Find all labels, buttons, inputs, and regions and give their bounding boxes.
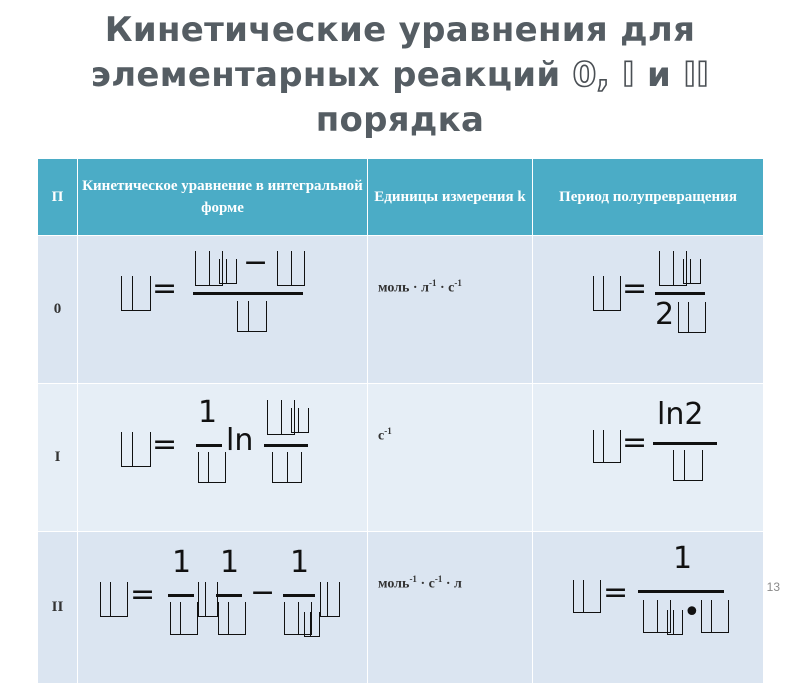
equals-sign: = (622, 271, 648, 306)
half-life-order-1: = ln2 (532, 383, 764, 532)
fraction-bar (264, 444, 308, 447)
formula-glyph-c0 (267, 400, 295, 435)
numerator-one: 1 (172, 545, 192, 580)
half-life-order-2: = 1 • (532, 531, 764, 684)
formula-glyph-c (218, 602, 246, 635)
numerator-one: 1 (198, 395, 218, 430)
formula-glyph-k (121, 432, 151, 467)
formula-glyph-c (277, 251, 305, 286)
formula-glyph-t-half (593, 276, 621, 311)
rate-equation-order-1: = 1 ln (77, 383, 368, 532)
ln-text: ln (226, 423, 254, 458)
header-order: П (37, 158, 78, 236)
title-order-1: I (621, 54, 635, 96)
table-header-row: П Кинетическое уравнение в интегральной … (37, 158, 764, 236)
equals-sign: = (603, 575, 629, 610)
formula-glyph-k (701, 600, 729, 633)
minus-sign: − (250, 575, 276, 610)
formula-glyph-t (198, 452, 226, 483)
units-order-2: моль-1 · с-1 · л (367, 531, 533, 684)
equals-sign: = (130, 577, 156, 612)
formula-glyph-k (121, 276, 151, 311)
formula-glyph-c (272, 452, 302, 483)
header-equation: Кинетическое уравнение в интегральной фо… (77, 158, 368, 236)
units-order-1: с-1 (367, 383, 533, 532)
table-row-order-0: 0 = − моль · л-1 · с-1 = (37, 235, 764, 384)
numerator-one: 1 (673, 541, 693, 576)
table-row-order-2: II = 1 1 − 1 (37, 531, 764, 684)
kinetics-table: П Кинетическое уравнение в интегральной … (37, 158, 764, 684)
header-units: Единицы измерения k (367, 158, 533, 236)
header-half-life: Период полупревращения (532, 158, 764, 236)
numerator-one: 1 (290, 545, 310, 580)
minus-sign: − (243, 245, 269, 280)
formula-glyph-c0 (195, 251, 223, 286)
formula-glyph-t-half (593, 430, 621, 463)
fraction-bar (196, 444, 222, 447)
formula-glyph-k (678, 302, 706, 333)
formula-glyph-c0 (659, 251, 687, 286)
formula-glyph-sub (683, 259, 701, 284)
rate-equation-order-2: = 1 1 − 1 (77, 531, 368, 684)
title-order-2: II (683, 54, 710, 96)
fraction-bar (216, 594, 242, 597)
order-1-cell: I (37, 383, 78, 532)
order-0-cell: 0 (37, 235, 78, 384)
equals-sign: = (152, 427, 178, 462)
title-line-2-text: элементарных реакций (90, 55, 573, 95)
formula-glyph-k (673, 450, 703, 481)
equals-sign: = (152, 271, 178, 306)
title-line-1: Кинетические уравнения для (104, 10, 696, 50)
numerator-one: 1 (220, 545, 240, 580)
formula-glyph-sub (291, 408, 309, 433)
title-conjunction: и (634, 55, 684, 95)
formula-glyph-t-half (573, 580, 601, 613)
fraction-bar (653, 442, 717, 445)
ln2-text: ln2 (657, 397, 704, 432)
fraction-bar (168, 594, 194, 597)
fraction-bar (655, 292, 705, 295)
units-order-0: моль · л-1 · с-1 (367, 235, 533, 384)
fraction-bar (283, 594, 315, 597)
fraction-bar (638, 590, 724, 593)
title-line-3: порядка (315, 100, 485, 140)
formula-glyph-sub (304, 612, 320, 637)
half-life-order-0: = 2 (532, 235, 764, 384)
fraction-bar (193, 292, 303, 295)
page-number: 13 (766, 580, 780, 594)
formula-glyph-sub (219, 259, 237, 284)
formula-glyph-t (237, 301, 267, 332)
title-order-0: 0, (572, 54, 610, 96)
dot-operator: • (683, 595, 701, 630)
order-2-cell: II (37, 531, 78, 684)
formula-glyph-t (170, 602, 198, 635)
slide-title: Кинетические уравнения для элементарных … (40, 8, 760, 143)
rate-equation-order-0: = − (77, 235, 368, 384)
two-digit: 2 (655, 297, 675, 332)
table-row-order-1: I = 1 ln с-1 = (37, 383, 764, 532)
formula-glyph-sub (667, 610, 683, 635)
equals-sign: = (622, 425, 648, 460)
title-line-2: элементарных реакций 0, I и II (40, 53, 760, 98)
